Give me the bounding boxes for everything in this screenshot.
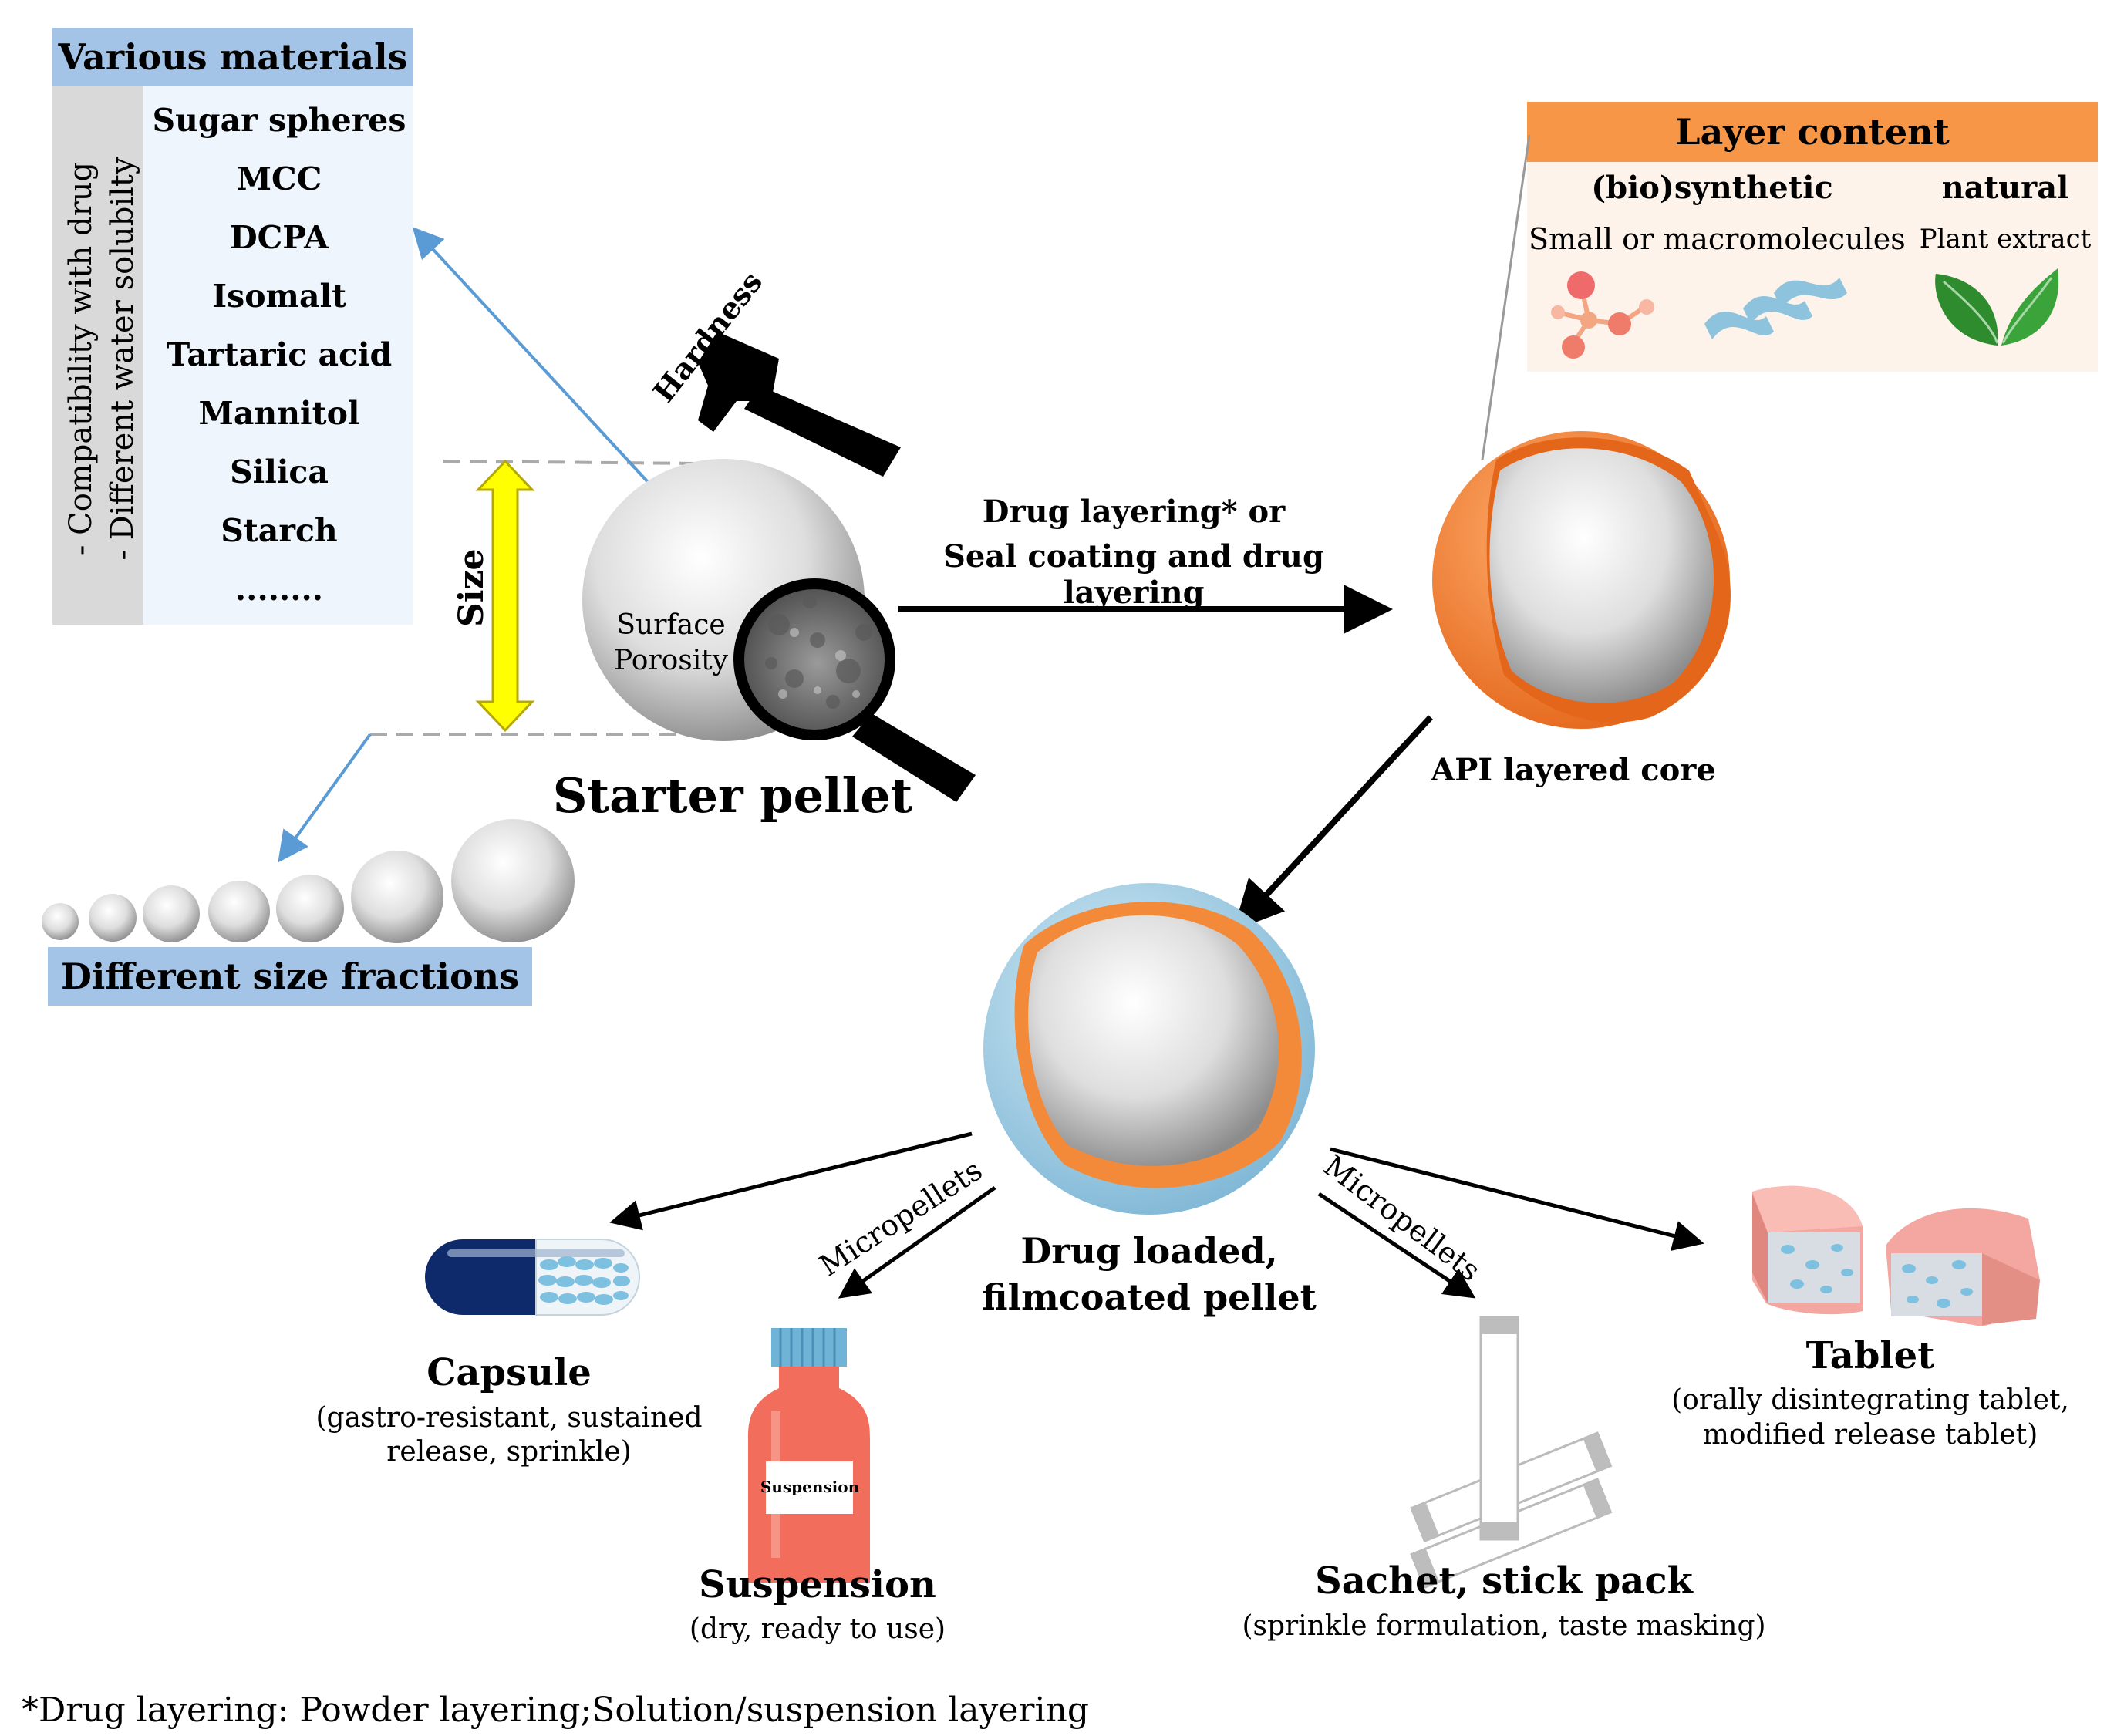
- layer-content-pointer: [1481, 134, 1531, 460]
- material-item: Isomalt: [211, 278, 347, 315]
- materials-side-note-1: - Compatibility with drug: [63, 161, 99, 556]
- material-item: MCC: [236, 160, 322, 197]
- material-item: Mannitol: [198, 395, 360, 432]
- tablet-title: Tablet: [1805, 1334, 1935, 1377]
- layering-step-line1: Drug layering* or: [982, 494, 1286, 530]
- tablet-desc-2: modified release tablet): [1702, 1419, 2038, 1451]
- filmcoated-pellet: [983, 883, 1315, 1215]
- arrow-to-capsule: [609, 1131, 973, 1231]
- size-label: Size: [452, 548, 491, 627]
- suspension-desc: (dry, ready to use): [689, 1613, 946, 1645]
- final-pellet-label-2: filmcoated pellet: [982, 1276, 1317, 1318]
- arrow-to-tablet: [1330, 1147, 1704, 1252]
- arrow-to-final-pellet: [1233, 715, 1433, 931]
- material-item: Silica: [230, 453, 329, 490]
- layering-step-line2: Seal coating and drug layering: [943, 538, 1324, 611]
- magnifier-icon: [733, 578, 976, 802]
- materials-panel-side: [52, 86, 143, 625]
- size-fraction-spheres: [42, 819, 575, 943]
- hammer-icon: [698, 332, 901, 477]
- starter-pellet-label: Starter pellet: [552, 767, 913, 824]
- api-layered-core: [1432, 431, 1731, 729]
- molecule-icon: [1551, 271, 1654, 359]
- capsule-desc-2: release, sprinkle): [386, 1436, 632, 1468]
- layer-content-body: [1527, 162, 2098, 372]
- api-core-label: API layered core: [1431, 752, 1716, 788]
- size-guide-top: [443, 460, 699, 465]
- helix-icon: [1704, 278, 1847, 339]
- tablet-desc-1: (orally disintegrating tablet,: [1671, 1384, 2069, 1416]
- capsule-desc-1: (gastro-resistant, sustained: [315, 1402, 703, 1434]
- suspension-bottle-icon: [747, 1328, 871, 1583]
- material-item: DCPA: [230, 219, 329, 256]
- sachet-title: Sachet, stick pack: [1315, 1559, 1693, 1603]
- capsule-icon: [425, 1239, 640, 1316]
- sachet-desc: (sprinkle formulation, taste masking): [1242, 1610, 1766, 1642]
- size-fractions-label-bg: [48, 947, 532, 1006]
- natural-desc: Plant extract: [1919, 224, 2092, 255]
- materials-panel-header: [52, 28, 413, 86]
- capsule-title: Capsule: [426, 1351, 592, 1394]
- materials-panel-body: [143, 86, 413, 625]
- micropellets-label-right: Micropellets: [1317, 1148, 1487, 1288]
- materials-side-note-2: - Different water solubilty: [105, 157, 140, 561]
- material-item: ........: [234, 571, 324, 608]
- leaf-icon: [1935, 268, 2059, 346]
- tablet-icon: [1752, 1185, 2040, 1326]
- layer-content-header: [1527, 102, 2098, 162]
- blue-arrow-to-fractions: [278, 733, 372, 863]
- arrow-to-suspension: [838, 1185, 996, 1299]
- natural-heading: natural: [1941, 170, 2069, 206]
- material-item: Sugar spheres: [152, 102, 406, 139]
- materials-panel-title: Various materials: [58, 36, 408, 78]
- stick-pack-icon: [1410, 1316, 1613, 1589]
- layer-content-title: Layer content: [1675, 111, 1950, 153]
- material-item: Starch: [221, 512, 338, 549]
- blue-arrow-to-materials: [412, 227, 649, 484]
- footnote: *Drug layering: Powder layering;Solution…: [22, 1690, 1090, 1730]
- bottle-label: Suspension: [760, 1478, 860, 1496]
- materials-list: Sugar spheres MCC DCPA Isomalt Tartaric …: [145, 91, 413, 619]
- biosynthetic-heading: (bio)synthetic: [1591, 170, 1833, 206]
- surface-porosity-label: Surface Porosity: [613, 609, 729, 676]
- material-item: Tartaric acid: [166, 336, 393, 373]
- biosynthetic-desc: Small or macromolecules: [1529, 222, 1906, 256]
- size-fractions-label: Different size fractions: [61, 956, 519, 997]
- arrow-to-sachet: [1317, 1192, 1476, 1299]
- final-pellet-label-1: Drug loaded,: [1020, 1230, 1278, 1272]
- size-arrow: [475, 459, 535, 733]
- suspension-title: Suspension: [699, 1563, 936, 1606]
